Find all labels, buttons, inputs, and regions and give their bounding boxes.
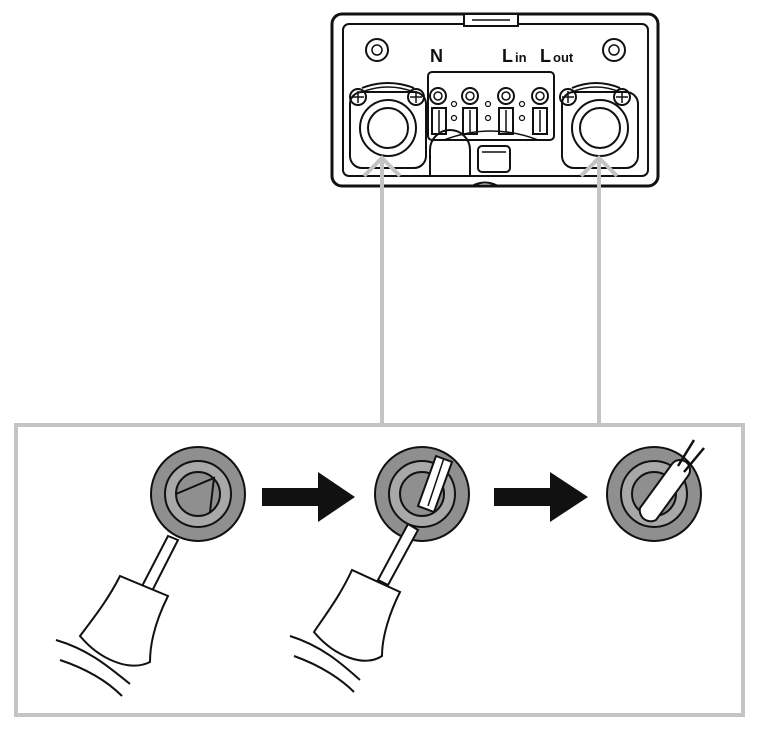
screw-left-1 — [349, 88, 367, 106]
screwdriver-2 — [289, 454, 454, 693]
screw-right-2 — [613, 88, 631, 106]
steps-panel — [14, 423, 745, 717]
left-cable-entry — [359, 99, 417, 157]
terminal-box — [330, 12, 660, 188]
cable-sheath — [638, 459, 691, 523]
step-1 — [55, 446, 246, 697]
screwdriver-shaft — [376, 522, 420, 587]
screwdriver-handle — [78, 574, 170, 667]
right-cable-entry — [571, 99, 629, 157]
screwdriver-1 — [55, 534, 180, 697]
label-live-out-suffix: out — [553, 50, 574, 65]
step-2 — [289, 446, 470, 693]
lower-round-boss — [429, 129, 471, 176]
label-neutral: N — [430, 46, 443, 66]
terminal-2 — [461, 87, 479, 135]
cable — [638, 439, 705, 523]
step-arrow-2 — [494, 472, 588, 522]
mounting-hole-top-left — [365, 38, 389, 62]
cable-wire-2 — [683, 447, 705, 473]
bottom-notch — [471, 181, 499, 187]
connector-lines — [362, 155, 619, 424]
terminal-3 — [497, 87, 515, 135]
terminal-4 — [531, 87, 549, 135]
lower-latch — [477, 145, 511, 173]
connector-right-chevron — [579, 155, 619, 178]
screw-right-1 — [559, 88, 577, 106]
cable-wire-1 — [676, 439, 696, 467]
screwdriver-handle — [312, 568, 402, 662]
label-live-in-suffix: in — [515, 50, 527, 65]
left-entry-boss — [349, 91, 427, 169]
mounting-hole-top-right — [602, 38, 626, 62]
step-arrow-1 — [262, 472, 355, 522]
grommet-1 — [150, 446, 246, 542]
label-live-out-prefix: L — [540, 46, 551, 66]
screw-left-2 — [407, 88, 425, 106]
terminal-1 — [429, 87, 447, 135]
terminal-labels: N L in L out — [430, 46, 574, 66]
step-3 — [606, 439, 705, 542]
connector-left-chevron — [362, 155, 402, 178]
grommet-slit — [175, 476, 216, 513]
hand-outline — [289, 635, 361, 693]
terminal-block — [427, 71, 555, 141]
label-live-in-prefix: L — [502, 46, 513, 66]
hand-outline — [55, 639, 131, 697]
